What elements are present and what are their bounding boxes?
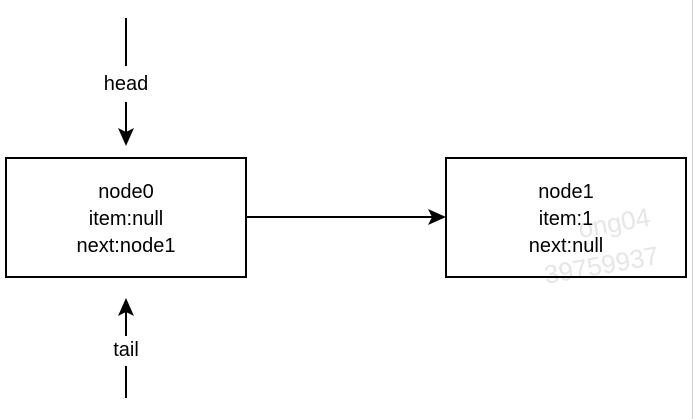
node1-rect xyxy=(445,157,687,278)
node1-item: item:1 xyxy=(539,208,593,230)
next-arrow xyxy=(246,209,446,225)
node0-name: node0 xyxy=(98,181,154,203)
head-arrowhead xyxy=(118,128,134,146)
node-box-node0: node0 item:null next:node1 xyxy=(5,157,247,278)
head-label: head xyxy=(104,73,149,95)
tail-pointer: tail xyxy=(113,298,139,398)
node0-item: item:null xyxy=(89,208,163,230)
head-pointer: head xyxy=(104,18,149,146)
tail-label: tail xyxy=(113,339,139,361)
tail-arrowhead xyxy=(118,298,134,316)
node1-name: node1 xyxy=(538,181,594,203)
node-box-node1: node1 item:1 next:null xyxy=(445,157,687,278)
next-arrowhead xyxy=(428,209,446,225)
node1-next: next:null xyxy=(529,235,604,257)
node0-next: next:node1 xyxy=(77,235,176,257)
